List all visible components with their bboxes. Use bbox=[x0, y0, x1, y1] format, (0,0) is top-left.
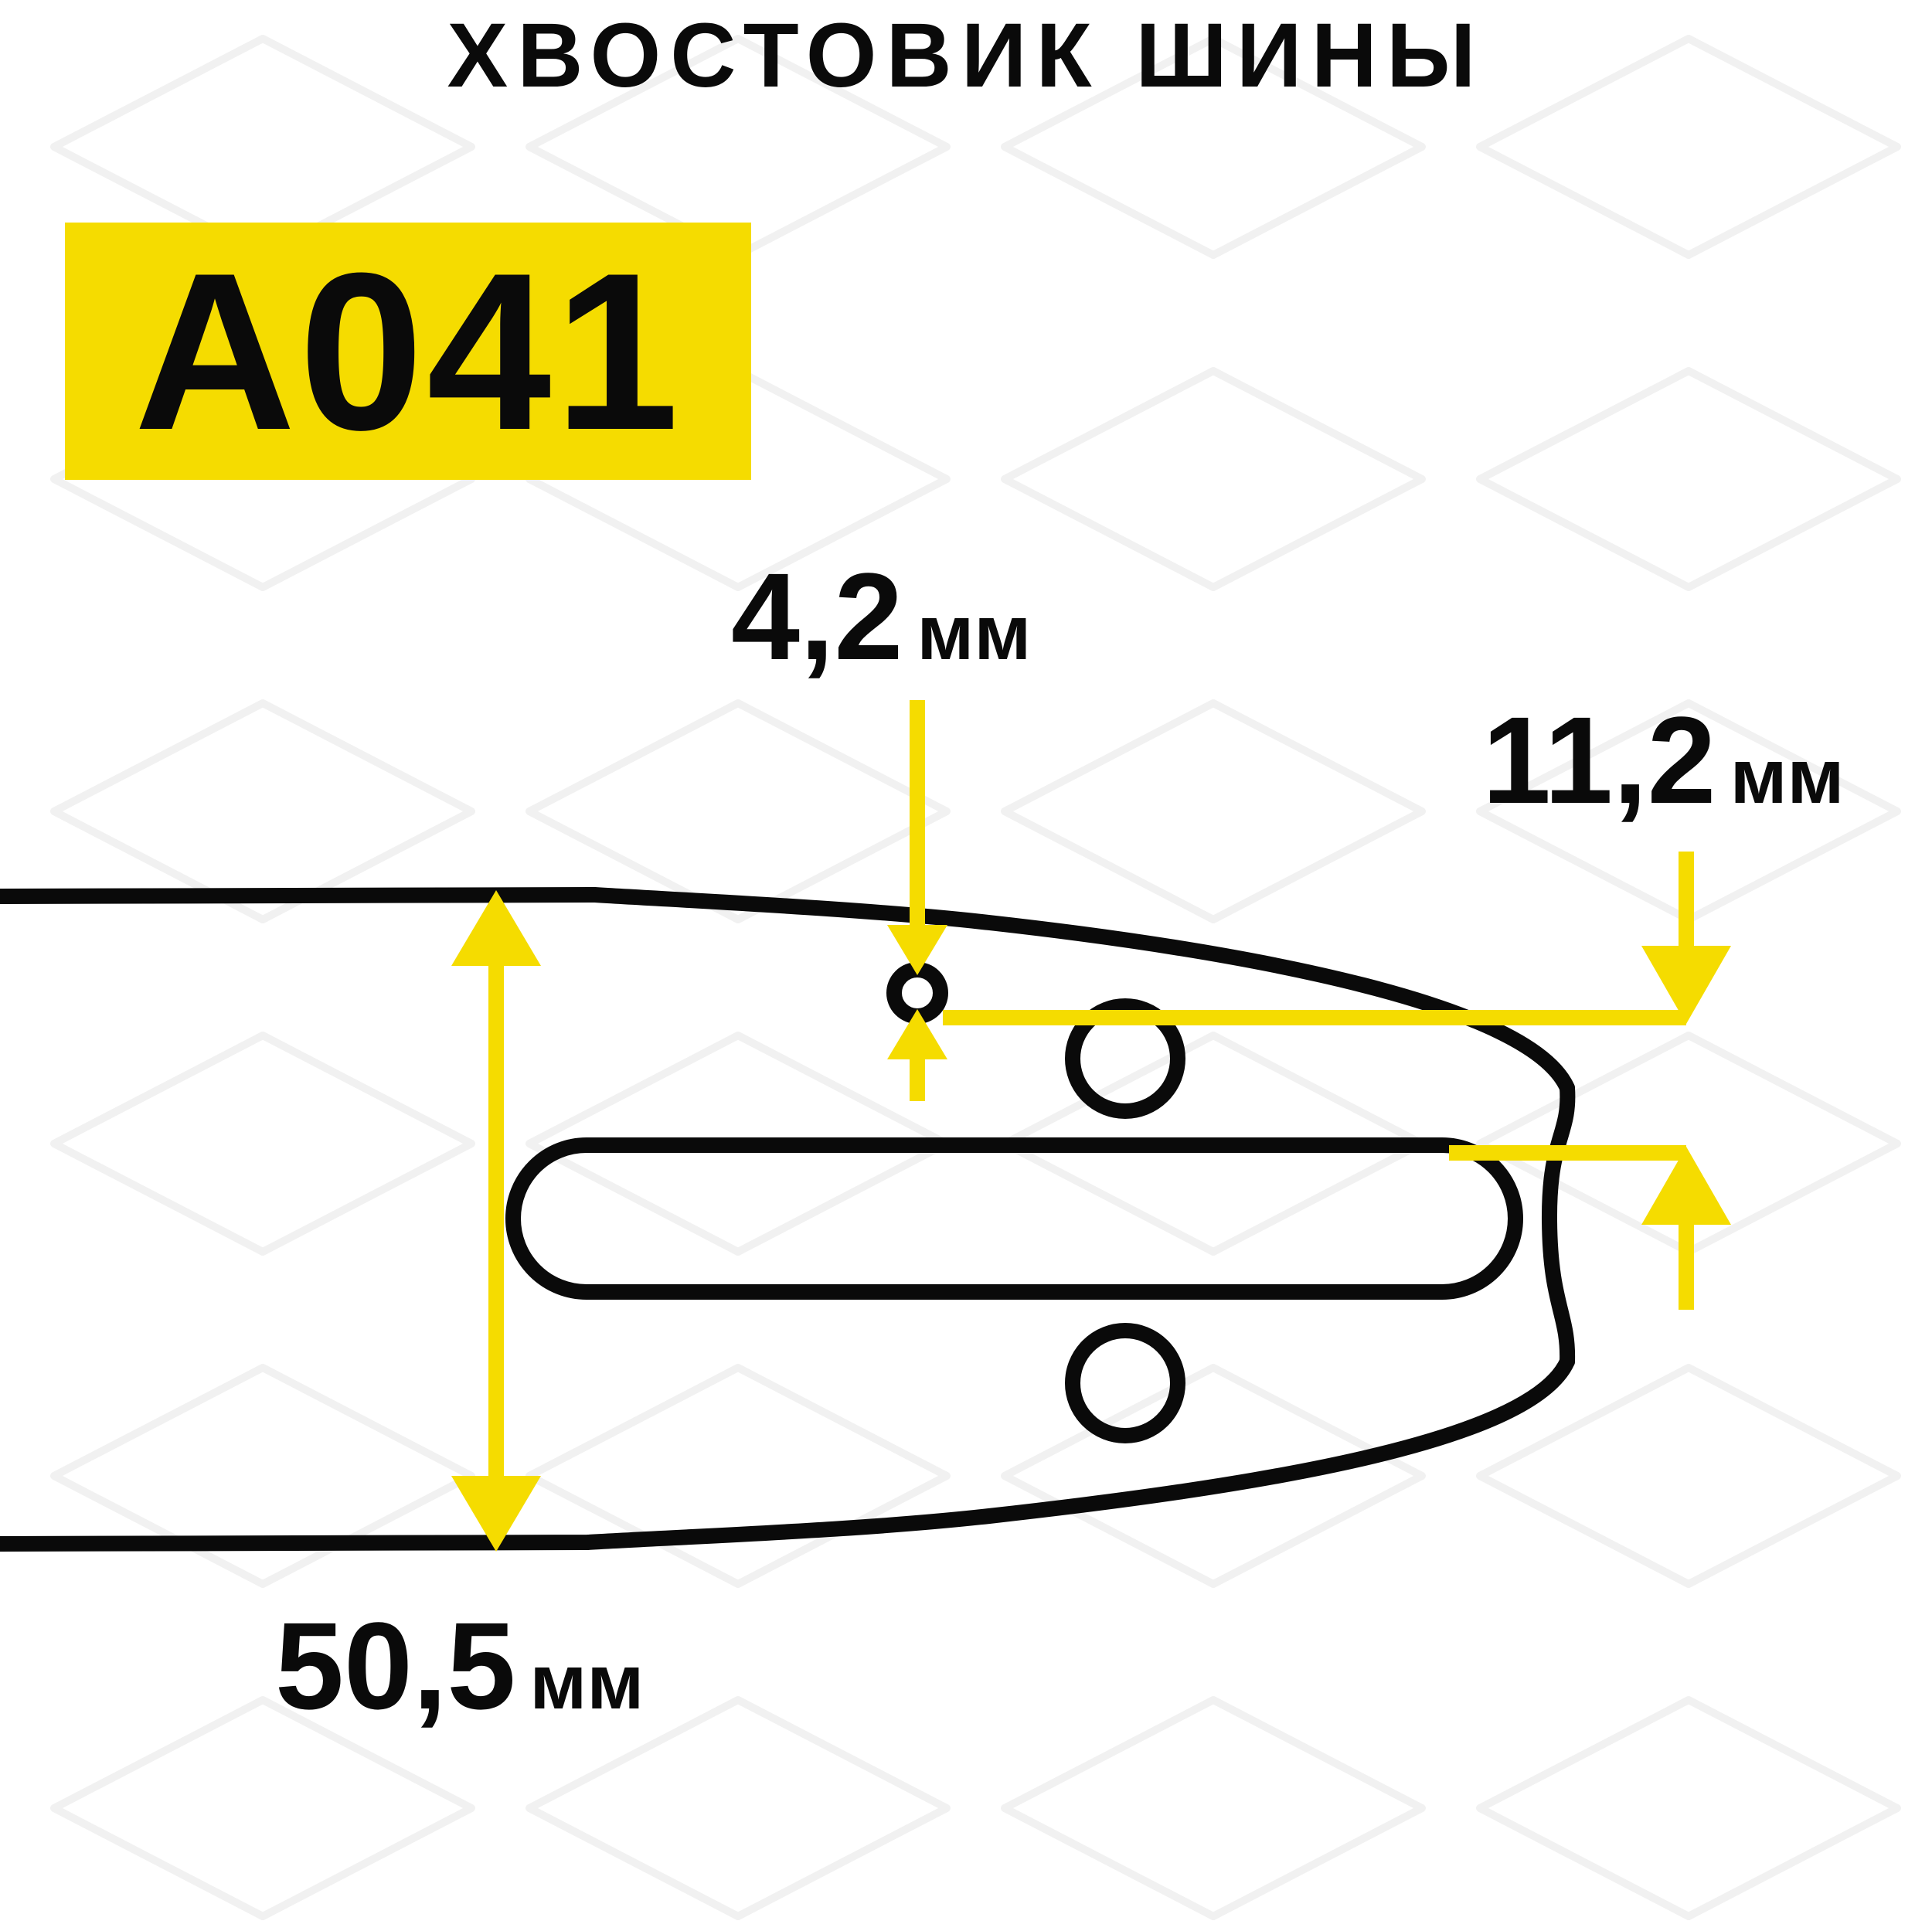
tail-height-unit: мм bbox=[529, 1639, 645, 1725]
dimension-markers bbox=[451, 700, 1731, 1552]
background-diamond bbox=[50, 1696, 475, 1920]
hole-arrow-top bbox=[887, 925, 947, 975]
product-code-badge: A041 bbox=[65, 223, 751, 480]
background-pattern bbox=[50, 35, 1901, 1920]
height-arrow-bottom bbox=[451, 1476, 541, 1552]
background-diamond bbox=[50, 1364, 475, 1588]
hole-diameter-value: 4,2 bbox=[731, 547, 903, 685]
background-diamond bbox=[1001, 699, 1426, 923]
lower-mounting-hole bbox=[1065, 1323, 1185, 1443]
background-diamond bbox=[526, 1032, 951, 1256]
height-arrow-top bbox=[451, 890, 541, 966]
background-diamond bbox=[1476, 1364, 1901, 1588]
hole-arrow-bottom bbox=[887, 1009, 947, 1059]
background-diamond bbox=[1476, 367, 1901, 591]
slot-width-value: 11,2 bbox=[1482, 691, 1716, 829]
bar-bottom-edge bbox=[0, 1354, 1575, 1552]
tail-height-value: 50,5 bbox=[275, 1596, 516, 1735]
background-diamond bbox=[1001, 35, 1426, 259]
background-diamond bbox=[50, 699, 475, 923]
background-diamond bbox=[1001, 367, 1426, 591]
background-diamond bbox=[1001, 1696, 1426, 1920]
background-diamond bbox=[526, 1364, 951, 1588]
background-diamond bbox=[526, 1696, 951, 1920]
page-title: ХВОСТОВИК ШИНЫ bbox=[447, 5, 1485, 107]
background-diamond bbox=[50, 1032, 475, 1256]
background-diamond bbox=[526, 699, 951, 923]
bar-tail-end bbox=[1541, 1080, 1576, 1369]
product-code: A041 bbox=[134, 226, 682, 477]
background-diamond bbox=[1476, 1696, 1901, 1920]
background-diamond bbox=[1001, 1364, 1426, 1588]
hole-diameter-unit: мм bbox=[917, 590, 1032, 676]
background-diamond bbox=[1001, 1032, 1426, 1256]
slot-arrow-top bbox=[1641, 946, 1731, 1024]
mounting-slot bbox=[505, 1137, 1523, 1300]
slot-arrow-bottom bbox=[1641, 1147, 1731, 1225]
bar-tail-outline bbox=[0, 887, 1576, 1552]
background-diamond bbox=[1476, 35, 1901, 259]
slot-width-unit: мм bbox=[1730, 733, 1845, 820]
upper-mounting-hole bbox=[1065, 998, 1185, 1119]
